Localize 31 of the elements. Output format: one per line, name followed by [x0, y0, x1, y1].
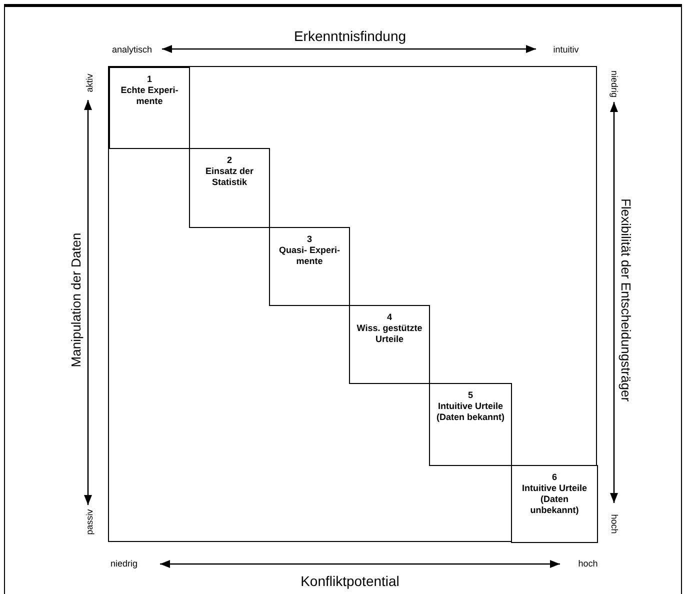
axis-label: hoch [578, 560, 598, 568]
box-number: 6 [550, 472, 558, 483]
method-box [189, 148, 270, 228]
box-label: Intuitive Urteile (Daten unbekannt) [520, 483, 588, 516]
axis-label: analytisch [112, 46, 152, 54]
matrix-frame [108, 66, 597, 542]
axis-label: aktiv [86, 74, 94, 92]
axis-label: passiv [86, 509, 94, 535]
axis-label: hoch [610, 514, 618, 534]
method-box [109, 67, 190, 149]
box-label: Echte Experi- mente [120, 85, 180, 107]
method-box [429, 383, 512, 466]
box-label: Wiss. gestützte Urteile [356, 323, 424, 345]
axis-label: Erkenntnisfindung [294, 29, 406, 43]
axis-label: Flexibilität der Entscheidungsträger [620, 198, 632, 402]
axis-label: niedrig [110, 560, 138, 568]
box-number: 4 [386, 312, 393, 323]
box-label: Quasi- Experi- mente [278, 245, 342, 267]
box-number: 2 [226, 155, 233, 166]
axis-label: niedrig [610, 70, 618, 98]
axis-label: Manipulation der Daten [70, 232, 82, 368]
method-box [349, 305, 430, 384]
box-label: Intuitive Urteile (Daten bekannt) [435, 401, 506, 423]
box-number: 5 [466, 390, 474, 401]
axis-label: intuitiv [553, 46, 579, 54]
axis-label: Konfliktpotential [300, 574, 400, 588]
box-label: Einsatz der Statistik [204, 166, 254, 188]
box-number: 1 [146, 74, 153, 85]
box-number: 3 [306, 234, 313, 245]
method-box [511, 465, 598, 543]
method-box [269, 227, 350, 306]
